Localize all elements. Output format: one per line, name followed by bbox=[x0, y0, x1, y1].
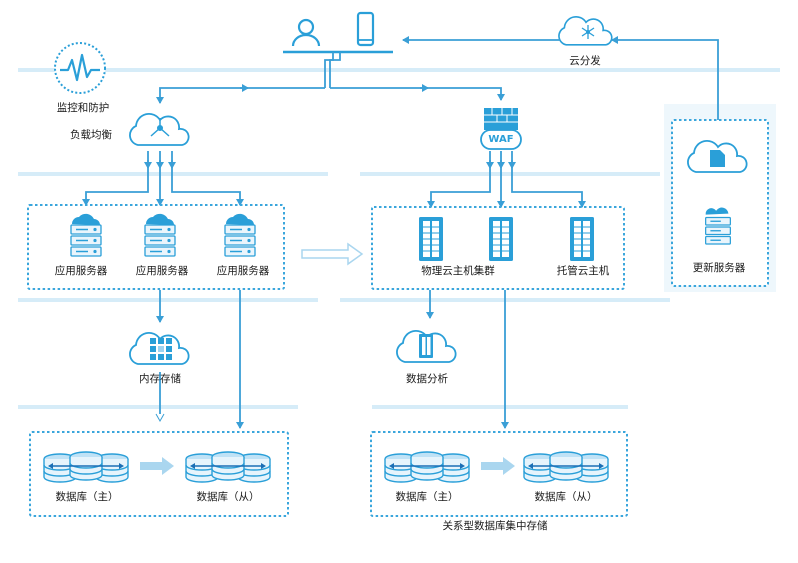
memory-storage-icon bbox=[129, 331, 190, 365]
db-group-right bbox=[370, 431, 628, 517]
hosted-host-label: 托管云主机 bbox=[556, 265, 610, 277]
migration-arrow bbox=[301, 242, 364, 266]
app-server-group bbox=[27, 204, 285, 290]
app-server-label-3: 应用服务器 bbox=[216, 265, 270, 277]
cloud-distribution-label: 云分发 bbox=[569, 55, 601, 67]
app-server-label-2: 应用服务器 bbox=[135, 265, 189, 277]
db-slave-label-right: 数据库（从） bbox=[534, 491, 598, 503]
load-balancer-label: 负载均衡 bbox=[70, 129, 112, 141]
monitoring-icon bbox=[54, 42, 106, 94]
waf-icon bbox=[480, 108, 522, 150]
cloud-distribution-icon bbox=[558, 15, 613, 46]
cloud-host-group bbox=[371, 206, 625, 290]
monitoring-label: 监控和防护 bbox=[56, 102, 110, 114]
db-master-label-left: 数据库（主） bbox=[55, 491, 119, 503]
user-icon bbox=[291, 18, 321, 47]
connectors bbox=[82, 36, 719, 429]
mobile-icon bbox=[356, 11, 375, 47]
db-master-label-right: 数据库（主） bbox=[395, 491, 459, 503]
update-server-label: 更新服务器 bbox=[692, 262, 746, 274]
physical-cluster-label: 物理云主机集群 bbox=[421, 265, 495, 277]
user-devices bbox=[283, 11, 393, 54]
waf-label: WAF bbox=[488, 134, 514, 145]
relational-storage-label: 关系型数据库集中存储 bbox=[442, 520, 548, 532]
app-server-label-1: 应用服务器 bbox=[54, 265, 108, 277]
db-slave-label-left: 数据库（从） bbox=[196, 491, 260, 503]
data-analysis-icon bbox=[396, 329, 457, 363]
update-server-panel bbox=[664, 104, 776, 292]
memory-storage-label: 内存存储 bbox=[139, 373, 181, 385]
load-balancer-icon bbox=[129, 112, 190, 146]
db-group-left bbox=[29, 431, 289, 517]
data-analysis-label: 数据分析 bbox=[406, 373, 448, 385]
